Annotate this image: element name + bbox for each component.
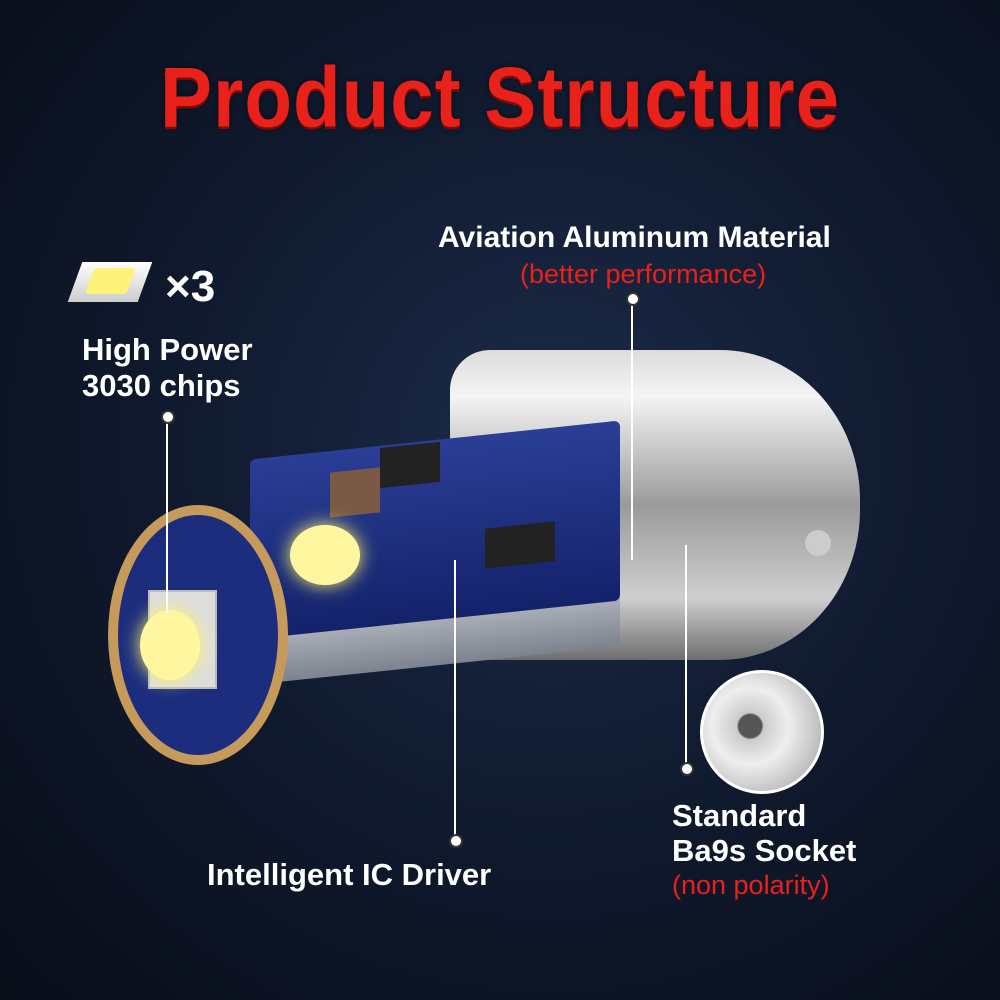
chips-callout-line [166,418,168,613]
page-title: Product Structure [159,48,841,146]
socket-label-1: Standard [672,798,807,833]
driver-callout-dot [449,834,463,848]
socket-note: (non polarity) [672,870,830,900]
housing-callout-line [631,300,633,560]
housing-note: (better performance) [520,259,767,289]
led-chip [290,525,360,585]
housing-callout-dot [626,292,640,306]
front-led [140,610,200,680]
chips-label-2: 3030 chips [82,368,241,403]
capacitor [330,467,380,518]
socket-label-2: Ba9s Socket [672,833,857,868]
ic-chip [485,521,555,569]
housing-label: Aviation Aluminum Material [438,221,831,254]
led-chip-icon [67,262,153,302]
socket-callout-dot [680,762,694,776]
chips-callout-dot [161,410,175,424]
driver-callout-line [454,560,456,840]
socket-closeup [700,670,824,794]
socket-callout-line [685,545,687,767]
driver-label: Intelligent IC Driver [207,857,492,892]
socket-pin [805,530,831,556]
ic-chip [380,441,440,489]
chip-count: ×3 [165,262,216,311]
chips-label-1: High Power [82,332,253,367]
